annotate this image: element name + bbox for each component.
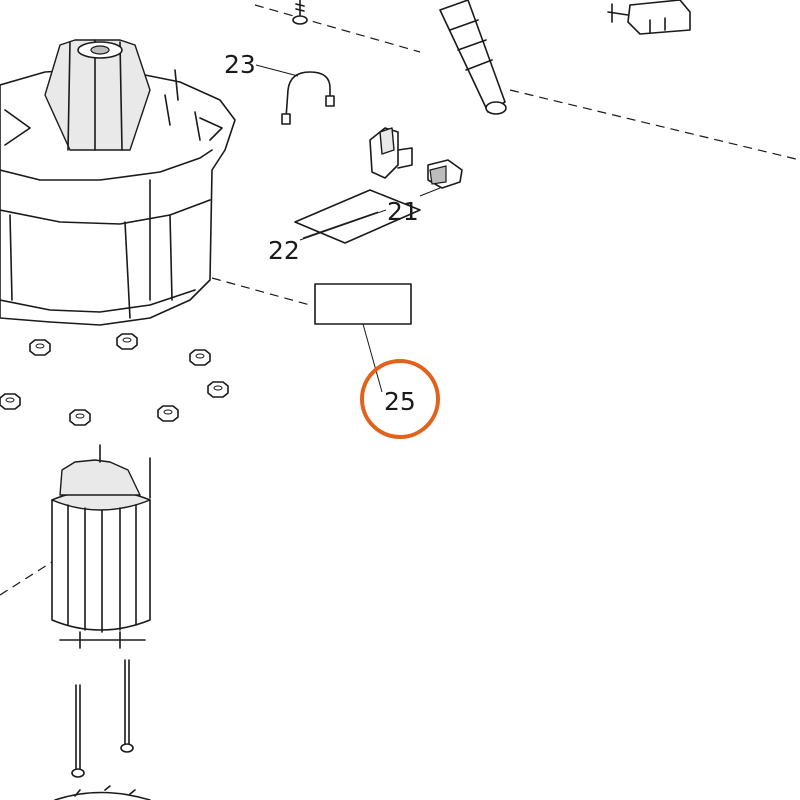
power-plug — [607, 0, 691, 35]
cable-sleeve — [439, 0, 507, 115]
assembly-guide-lines — [0, 4, 800, 596]
long-screws — [71, 659, 134, 778]
leader-22 — [299, 209, 387, 241]
part-21-brush — [369, 127, 463, 197]
part-25-label-plate — [314, 283, 412, 393]
stator — [51, 444, 151, 649]
callout-23: 23 — [224, 50, 256, 79]
motor-housing — [0, 39, 236, 326]
callout-25: 25 — [384, 387, 416, 416]
highlight-circle — [360, 359, 440, 439]
part-23-wire-jumper — [255, 64, 335, 125]
hex-nuts — [0, 333, 229, 426]
lower-housing-edge — [54, 785, 151, 800]
callout-21: 21 — [387, 197, 419, 226]
callout-22: 22 — [268, 236, 300, 265]
part-22-insulating-card — [294, 189, 421, 244]
top-screw — [292, 0, 308, 25]
